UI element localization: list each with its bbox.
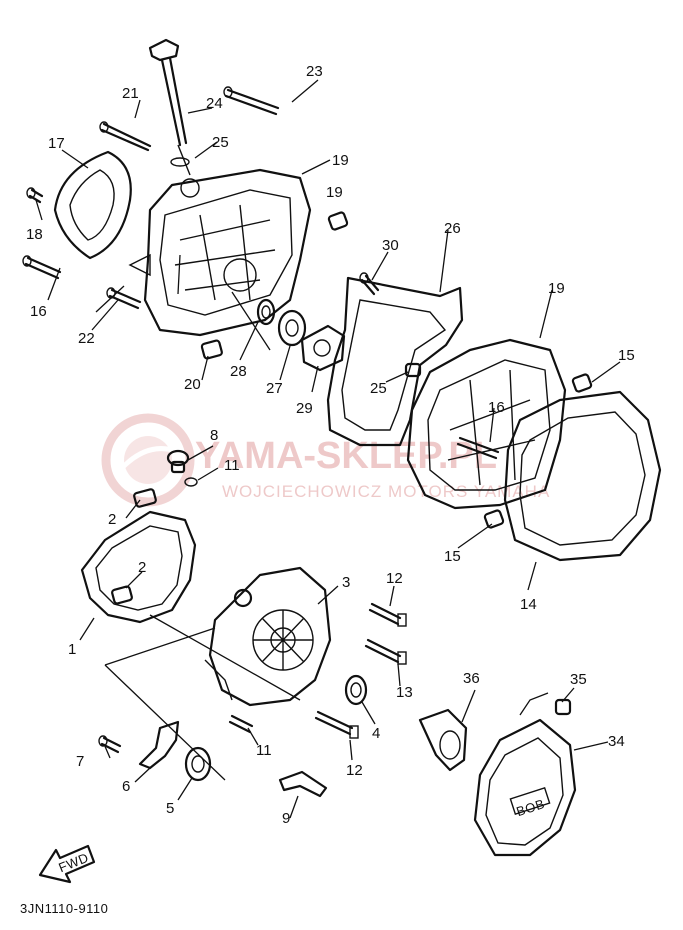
callout-28: 24 [206,95,223,112]
callout-9: 9 [282,810,290,827]
bolt-12-lower [314,710,359,739]
callout-18: 19 [548,280,565,297]
callout-7: 7 [76,753,84,770]
callout-17: 19 [332,152,349,169]
seal-4 [344,674,368,706]
callout-30: 27 [266,380,283,397]
callout-22: 18 [26,226,43,243]
cover-badge: BOB [514,796,546,819]
callout-27: 23 [306,63,323,80]
callout-13: 13 [396,684,413,701]
callout-20: 16 [30,303,47,320]
cover-21 [53,150,132,260]
watermark-logo [101,413,195,507]
watermark-title: YAMA-SKLEP.PL [195,435,497,477]
dowel-19-upper [327,211,349,231]
bolt-12-upper [368,602,407,627]
callout-32: 29 [296,400,313,417]
callout-23: 25 [370,380,387,397]
watermark: YAMA-SKLEP.PL WOJCIECHOWICZ MOTORS YAMAH… [101,413,550,507]
callout-19-upper: 19 [326,184,343,201]
callout-12-lower: 12 [346,762,363,779]
callout-5: 5 [166,800,174,817]
bolt-13 [364,638,407,665]
callout-24: 26 [444,220,461,237]
callout-6: 6 [122,778,130,795]
cap-36 [418,708,468,772]
callout-36: 36 [463,670,480,687]
plate-32 [300,324,346,372]
callout-25: 21 [122,85,139,102]
bolt-20 [22,255,62,280]
dowel-2-upper [133,488,157,508]
callout-4: 4 [372,725,380,742]
callout-35: 35 [570,671,587,688]
leader-lines [35,79,621,819]
dowel-15-lower [483,509,505,529]
watermark-subtitle: WOJCIECHOWICZ MOTORS YAMAHA [222,482,550,501]
dowel-19-lower [200,339,223,360]
callout-10: 11 [224,457,240,474]
callout-15-upper: 15 [618,347,635,364]
gasket-1 [80,510,197,624]
plug-8 [166,449,190,474]
seal-5 [184,746,212,782]
screw-35 [554,698,572,716]
callout-29: 25 [212,134,229,151]
callout-1: 1 [68,641,76,658]
callout-labels: 23 24 21 25 19 17 19 18 16 22 20 28 27 2… [26,63,635,827]
callout-2-upper: 2 [108,511,116,528]
dipstick [148,38,191,176]
bolt-25 [99,121,152,152]
bearing-30 [277,309,307,347]
callout-2-lower: 2 [138,559,146,576]
callout-14: 14 [520,596,537,613]
gasket-14 [503,390,662,562]
generator-cover-34: BOB [473,718,577,857]
callout-3: 3 [342,574,350,591]
gasket-24 [326,276,464,447]
callout-12-upper: 12 [386,570,403,587]
crankcase-cover-3 [204,566,332,707]
clutch-cover-18 [406,338,567,510]
bolt-11 [228,714,254,734]
callout-15-lower: 15 [444,548,461,565]
dowel-23 [404,362,422,378]
bolt-7 [98,735,122,754]
bolt-27 [223,86,280,116]
callout-19-lower: 20 [184,376,201,393]
callout-31: 28 [230,363,247,380]
callout-33: 30 [382,237,399,254]
plate-6 [138,720,180,770]
fwd-arrow: FWD [38,844,96,884]
screw-22 [26,187,44,204]
callout-21: 17 [48,135,65,152]
seal-31 [256,298,276,326]
callout-8: 8 [210,427,218,444]
diagram-code: 3JN1110-9110 [20,901,108,916]
crankcase-cover-left [128,168,312,337]
washer-10 [184,477,198,487]
callout-26: 22 [78,330,95,347]
callout-16: 16 [488,399,505,416]
dowel-2-lower [111,585,133,605]
bolt-16 [456,436,500,460]
o-ring-29 [170,157,190,167]
clip-9 [278,770,328,798]
dowel-15-upper [571,373,593,393]
callout-11: 11 [256,742,272,759]
callout-34: 34 [608,733,625,750]
